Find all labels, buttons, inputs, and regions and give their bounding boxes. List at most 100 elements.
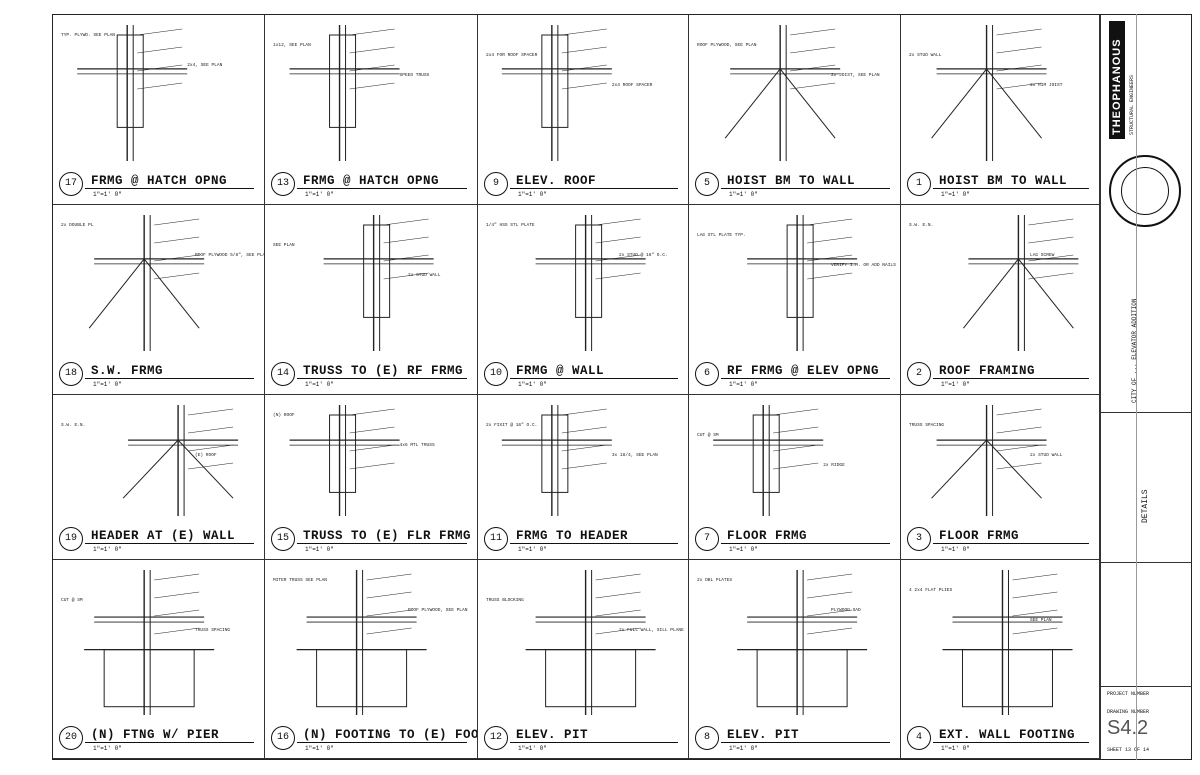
detail-title: FRMG @ HATCH OPNG [91,174,228,188]
detail-scale: 1"=1' 0" [518,745,547,752]
detail-drawing [122,405,239,516]
title-underline [297,378,467,379]
callout-note: LAG STL PLATE TYP. [697,233,746,238]
detail-6: LAG STL PLATE TYP.VERIFY I.H. OR ADD NAI… [689,205,901,395]
detail-scale: 1"=1' 0" [729,745,758,752]
detail-title-bar: 15 TRUSS TO (E) FLR FRMG 1"=1' 0" [271,527,471,553]
callout-note: 2x4 ROOF SPACER [611,83,653,88]
detail-drawing [323,215,434,351]
callout-note: TRUSS BLOCKING [486,598,524,603]
detail-scale: 1"=1' 0" [518,546,547,553]
engineer-seal [1109,155,1181,227]
detail-number-bubble: 18 [59,362,83,386]
detail-number-bubble: 8 [695,726,719,750]
detail-drawing [525,570,656,715]
detail-title: (N) FOOTING TO (E) FOOTING [303,728,478,742]
callout-note: S.W. E.N. [909,223,934,228]
callout-note: 2x FIXIT @ 16" O.C. [486,423,538,428]
detail-number-bubble: 20 [59,726,83,750]
detail-drawing [289,25,400,161]
title-block: THEOPHANOUS STRUCTURAL ENGINEERS CITY OF… [1100,15,1192,759]
detail-title: ELEV. ROOF [516,174,597,188]
title-underline [510,543,678,544]
callout-note: 2x STUD WALL [408,273,441,278]
callout-note: MITER TRUSS SEE PLAN [273,578,328,583]
detail-number-bubble: 11 [484,527,508,551]
sheet-number: S4.2 [1107,717,1149,739]
detail-drawing [931,25,1047,161]
callout-note: 2x DBL PLATES [697,578,733,583]
callout-note: 4x6 MTL TRUSS [399,443,435,448]
project-info-block: CITY OF ... ELEVATOR ADDITION [1101,243,1192,413]
detail-15: (N) ROOF 4x6 MTL TRUSS 15 TRUSS TO (E) FLR … [265,395,478,560]
detail-scale: 1"=1' 0" [93,191,122,198]
detail-1: 2x STUD WALL 2x RIM JOIST 1 HOIST BM TO WAL… [901,15,1100,205]
detail-number-bubble: 6 [695,362,719,386]
detail-title: TRUSS TO (E) RF FRMG [303,364,464,378]
detail-title-bar: 20 (N) FTNG W/ PIER 1"=1' 0" [59,726,258,752]
detail-number-bubble: 13 [271,172,295,196]
detail-title: HOIST BM TO WALL [939,174,1068,188]
detail-drawing [535,215,646,351]
detail-13: 1x12, SEE PLAN SPEED TRUSS 13 FRMG @ HATCH … [265,15,478,205]
detail-number-bubble: 15 [271,527,295,551]
callout-note: (N) ROOF [273,413,295,418]
title-underline [721,188,890,189]
detail-scale: 1"=1' 0" [941,745,970,752]
callout-note: 4 2x4 FLAT PLIES [909,588,953,593]
detail-title: FRMG @ HATCH OPNG [303,174,440,188]
title-underline [85,742,254,743]
detail-drawing [84,570,215,715]
firm-logo: THEOPHANOUS [1109,21,1125,139]
callout-note: 2x JOIST, SEE PLAN [831,73,880,78]
detail-drawing [296,570,427,715]
callout-note: SEE PLAN [273,243,295,248]
callout-note: 2x STUD WALL [909,53,942,58]
detail-number-bubble: 4 [907,726,931,750]
callout-note: ROOF PLYWOOD 5/8", SEE PLAN [195,253,265,258]
callout-note: 2x4, SEE PLAN [187,63,223,68]
detail-number-bubble: 1 [907,172,931,196]
callout-note: CUT @ SM [697,433,719,438]
detail-title: ELEV. PIT [516,728,589,742]
detail-title: (N) FTNG W/ PIER [91,728,220,742]
callout-note: 1/4" HSS STL PLATE [486,223,535,228]
detail-scale: 1"=1' 0" [93,381,122,388]
detail-scale: 1"=1' 0" [305,546,334,553]
detail-number-bubble: 2 [907,362,931,386]
detail-number-bubble: 10 [484,362,508,386]
detail-title: HEADER AT (E) WALL [91,529,236,543]
title-underline [510,742,678,743]
detail-number-bubble: 3 [907,527,931,551]
callout-note: 2x RIM JOIST [1030,83,1063,88]
callout-note: ROOF PLYWOOD, SEE PLAN [408,608,468,613]
callout-note: 1x12, SEE PLAN [273,43,311,48]
callout-note: 3x 18/4, SEE PLAN [611,453,658,458]
detail-scale: 1"=1' 0" [305,745,334,752]
revision-block [1101,563,1192,687]
callout-note: SPEED TRUSS [399,73,430,78]
callout-note: (E) ROOF [195,453,217,458]
detail-scale: 1"=1' 0" [305,381,334,388]
firm-subtitle: STRUCTURAL ENGINEERS [1129,74,1135,135]
title-underline [297,543,467,544]
detail-title: TRUSS TO (E) FLR FRMG [303,529,472,543]
detail-scale: 1"=1' 0" [93,745,122,752]
